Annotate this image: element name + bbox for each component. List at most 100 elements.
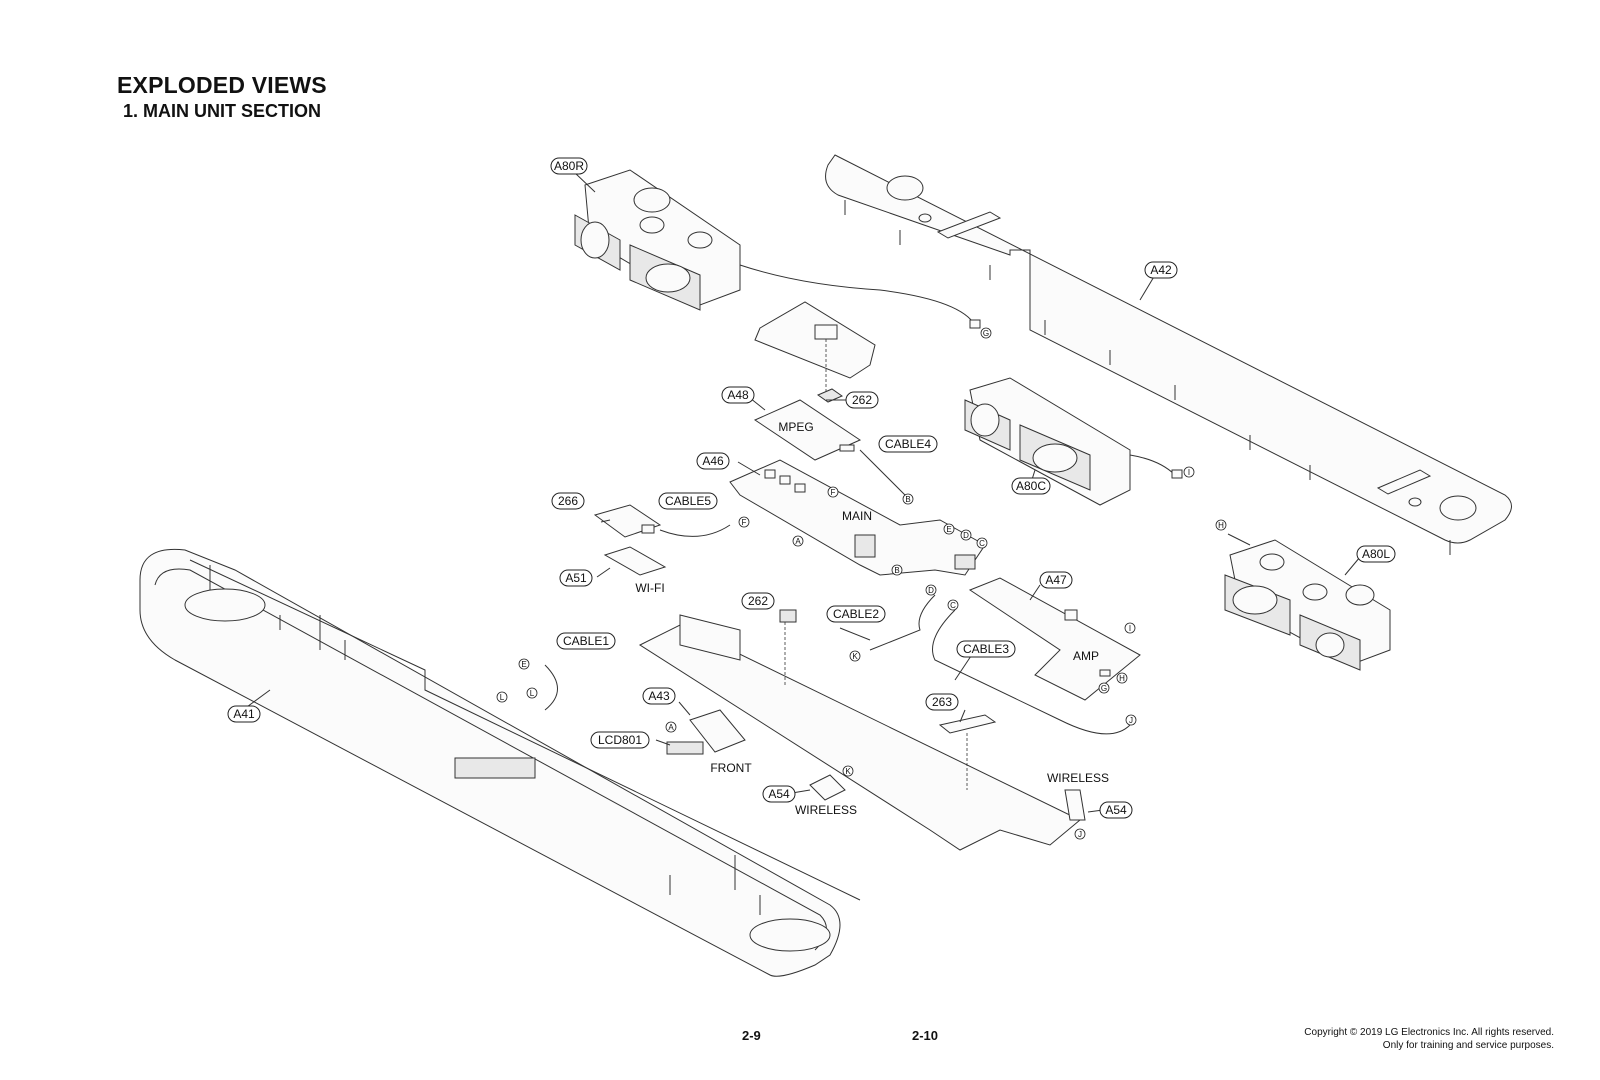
pin-d1: D <box>960 529 972 541</box>
svg-text:J: J <box>1129 716 1133 725</box>
svg-text:A80C: A80C <box>1016 479 1046 493</box>
svg-text:A48: A48 <box>727 388 749 402</box>
modules-a54 <box>809 774 1086 821</box>
callout-cable2: CABLE2 <box>826 605 886 623</box>
pin-h1: H <box>1215 519 1227 531</box>
callout-a54-left: A54 <box>762 785 796 803</box>
svg-text:A41: A41 <box>233 707 255 721</box>
svg-text:C: C <box>950 601 956 610</box>
pin-i2: I <box>1124 622 1136 634</box>
page-number-right: 2-10 <box>912 1028 939 1043</box>
speaker-a80c <box>964 377 1183 506</box>
svg-text:H: H <box>1218 521 1224 530</box>
svg-text:CABLE1: CABLE1 <box>563 634 609 648</box>
pin-e2: E <box>518 658 530 670</box>
board-a51-wifi <box>593 504 731 576</box>
svg-text:I: I <box>1129 624 1131 633</box>
svg-text:L: L <box>530 689 535 698</box>
svg-text:263: 263 <box>932 695 952 709</box>
callout-a43: A43 <box>642 687 676 705</box>
pin-k1: K <box>849 650 861 662</box>
svg-text:F: F <box>742 518 747 527</box>
svg-text:A46: A46 <box>702 454 724 468</box>
copyright-notice: Copyright © 2019 LG Electronics Inc. All… <box>1304 1026 1554 1052</box>
callout-cable1: CABLE1 <box>556 632 616 650</box>
label-front: FRONT <box>710 761 752 775</box>
svg-text:A42: A42 <box>1150 263 1172 277</box>
svg-text:B: B <box>905 495 910 504</box>
top-plate-a42 <box>825 154 1512 555</box>
board-a43-front <box>666 709 746 755</box>
callout-a80r: A80R <box>550 157 588 175</box>
svg-text:C: C <box>979 539 985 548</box>
svg-text:A80R: A80R <box>554 159 584 173</box>
pin-f1: F <box>827 486 839 498</box>
board-a46-main <box>729 459 986 576</box>
bracket-262 <box>754 301 876 403</box>
callout-cable3: CABLE3 <box>956 640 1016 658</box>
callout-266: 266 <box>551 492 585 510</box>
callout-a48: A48 <box>721 386 755 404</box>
svg-text:A54: A54 <box>768 787 790 801</box>
svg-text:A80L: A80L <box>1362 547 1390 561</box>
pin-a1: A <box>792 535 804 547</box>
label-wifi: WI-FI <box>635 581 664 595</box>
svg-text:F: F <box>831 488 836 497</box>
svg-text:A43: A43 <box>648 689 670 703</box>
callout-a80l: A80L <box>1356 545 1396 563</box>
callout-lcd801: LCD801 <box>590 731 650 749</box>
svg-text:A54: A54 <box>1105 803 1127 817</box>
svg-text:D: D <box>928 586 934 595</box>
copyright-line-1: Copyright © 2019 LG Electronics Inc. All… <box>1304 1027 1554 1038</box>
callout-a41: A41 <box>227 705 261 723</box>
svg-text:A: A <box>795 537 801 546</box>
svg-text:A51: A51 <box>565 571 587 585</box>
pin-d2: D <box>925 584 937 596</box>
svg-text:E: E <box>946 525 951 534</box>
pin-b2: B <box>891 564 903 576</box>
svg-text:L: L <box>500 693 505 702</box>
svg-text:CABLE5: CABLE5 <box>665 494 711 508</box>
board-a47-amp <box>968 577 1141 701</box>
pin-j1: J <box>1125 714 1137 726</box>
callout-cable4: CABLE4 <box>878 435 938 453</box>
svg-text:B: B <box>894 566 899 575</box>
cables <box>544 594 1131 735</box>
housing-a41 <box>139 548 861 977</box>
svg-text:K: K <box>852 652 858 661</box>
callout-a42: A42 <box>1144 261 1178 279</box>
callout-a80c: A80C <box>1011 477 1051 495</box>
svg-text:E: E <box>521 660 526 669</box>
label-main: MAIN <box>842 509 872 523</box>
pin-j2: J <box>1074 828 1086 840</box>
page-title: EXPLODED VIEWS <box>117 72 327 98</box>
pin-l1: L <box>526 687 538 699</box>
callout-262-mid: 262 <box>741 592 775 610</box>
page-number-left: 2-9 <box>742 1028 761 1043</box>
board-a48-mpeg <box>753 399 906 496</box>
pin-a2: A <box>665 721 677 733</box>
pin-f2: F <box>738 516 750 528</box>
svg-text:A: A <box>668 723 674 732</box>
copyright-line-2: Only for training and service purposes. <box>1382 1040 1554 1051</box>
svg-text:H: H <box>1119 674 1125 683</box>
pin-c2: C <box>947 599 959 611</box>
svg-text:K: K <box>845 767 851 776</box>
speaker-a80l <box>1224 533 1391 671</box>
svg-text:262: 262 <box>748 594 768 608</box>
svg-text:CABLE4: CABLE4 <box>885 437 931 451</box>
svg-text:CABLE3: CABLE3 <box>963 642 1009 656</box>
svg-text:A47: A47 <box>1045 573 1067 587</box>
svg-text:G: G <box>983 329 989 338</box>
callout-cable5: CABLE5 <box>658 492 718 510</box>
pin-g2: G <box>1098 682 1110 694</box>
svg-text:262: 262 <box>852 393 872 407</box>
section-subtitle: 1. MAIN UNIT SECTION <box>123 101 322 121</box>
pin-b1: B <box>902 493 914 505</box>
callout-a46: A46 <box>696 452 730 470</box>
label-mpeg: MPEG <box>778 420 813 434</box>
pin-e1: E <box>943 523 955 535</box>
pin-h2: H <box>1116 672 1128 684</box>
callout-a54-right: A54 <box>1099 801 1133 819</box>
